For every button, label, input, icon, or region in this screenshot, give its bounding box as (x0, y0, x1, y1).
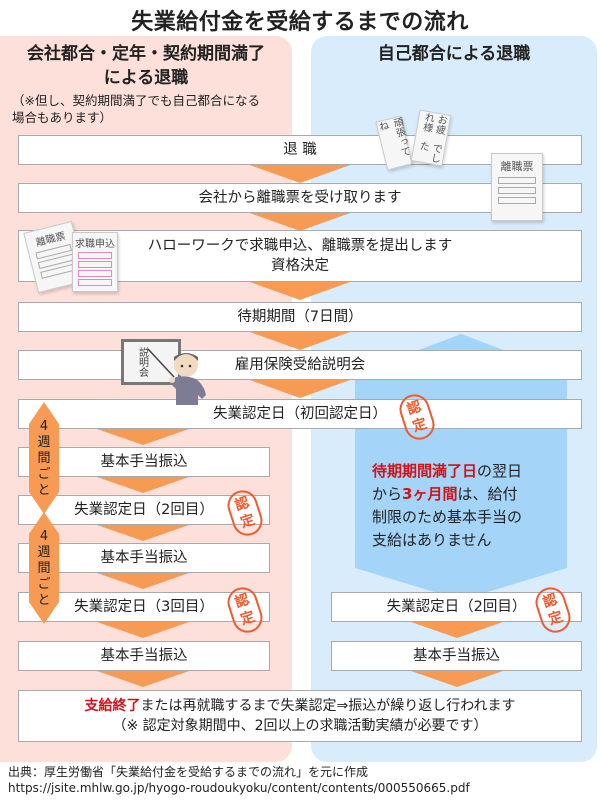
step-first-cert: 失業認定日（初回認定日） (18, 399, 582, 429)
restriction-text-part: から (372, 485, 403, 503)
restriction-text-part: は、給付 (457, 485, 518, 503)
left-heading: 会社都合・定年・契約期間満了 による退職 (0, 42, 292, 90)
week-char: 週 (37, 435, 51, 450)
arrow-down-icon (97, 671, 189, 687)
step-hellowork-line2: 資格決定 (271, 258, 329, 274)
board-text: 説明会 (136, 347, 148, 377)
page-title: 失業給付金を受給するまでの流れ (131, 10, 469, 35)
stamp-char: 定 (410, 415, 429, 436)
week-char: 間 (37, 561, 51, 576)
week-char: 4 (39, 419, 49, 434)
left-note: （※但し、契約期間満了でも自己都合になる 場合もあります） (12, 92, 292, 126)
step-right-payment: 基本手当振込 (331, 641, 582, 671)
four-weeks-label: 4 週 間 ご と (32, 528, 56, 610)
step-cert-3: 失業認定日（3回目） (18, 592, 270, 622)
arrow-down-icon (250, 165, 350, 183)
job-application-form-icon: 求職申込 (72, 232, 118, 292)
week-char: ご (37, 467, 51, 482)
four-weeks-badge-icon (29, 402, 59, 514)
card-text: お疲れ様 (420, 111, 448, 136)
arrow-down-icon (250, 380, 350, 398)
final-text: または再就職するまで失業認定⇒振込が繰り返し行われます (140, 698, 516, 714)
week-char: 4 (39, 529, 49, 544)
stamp-char: 定 (546, 608, 565, 629)
arrow-down-icon (250, 332, 350, 350)
week-char: 週 (37, 545, 51, 560)
restriction-highlight: 3ヶ月間 (402, 485, 458, 503)
final-note: （※ 認定対象期間中、2回以上の求職活動実績が必要です） (112, 718, 488, 734)
stamp-char: 定 (238, 608, 257, 629)
restriction-text-part: の翌日 (477, 462, 523, 480)
left-note-line1: （※但し、契約期間満了でも自己都合になる (12, 93, 260, 108)
arrow-down-icon (97, 525, 189, 541)
week-char: 間 (37, 451, 51, 466)
form-title: 求職申込 (75, 239, 115, 250)
arrow-down-icon (97, 477, 189, 493)
source-url[interactable]: https://jsite.mhlw.go.jp/hyogo-roudoukyo… (8, 781, 470, 795)
arrow-down-icon (411, 671, 503, 687)
arrow-down-icon (411, 622, 503, 638)
week-char: ご (37, 577, 51, 592)
arrow-down-icon (250, 213, 350, 231)
restriction-highlight: 待期期間満了日 (372, 462, 478, 480)
step-payment-1: 基本手当振込 (18, 447, 270, 477)
arrow-down-icon (97, 429, 189, 445)
restriction-text: 待期期間満了日の翌日 から3ヶ月間は、給付 制限のため基本手当の 支給はありませ… (372, 460, 562, 552)
step-payment-3: 基本手当振込 (18, 641, 270, 671)
arrow-down-icon (97, 622, 189, 638)
left-heading-line2: による退職 (103, 68, 189, 88)
step-right-cert-2: 失業認定日（2回目） (331, 592, 582, 622)
source-footer: 出典：厚生労働省「失業給付金を受給するまでの流れ」を元に作成 https://j… (8, 764, 470, 796)
separation-notice-icon: 離職票 (491, 153, 543, 221)
form-title: 離職票 (500, 160, 534, 173)
left-note-line2: 場合もあります） (12, 110, 113, 125)
arrow-down-icon (250, 282, 350, 300)
card-text: でした (416, 139, 443, 164)
left-heading-line1: 会社都合・定年・契約期間満了 (27, 44, 265, 64)
restriction-text-line: 制限のため基本手当の (372, 508, 523, 526)
source-text: 出典：厚生労働省「失業給付金を受給するまでの流れ」を元に作成 (8, 765, 369, 779)
final-highlight: 支給終了 (84, 698, 141, 714)
step-briefing: 雇用保険受給説明会 (18, 350, 582, 380)
week-char: と (37, 593, 51, 608)
step-payment-2: 基本手当振込 (18, 543, 270, 573)
step-waiting: 待期期間（7日間） (18, 302, 582, 332)
step-retire: 退 職 (18, 135, 582, 165)
week-char: と (37, 483, 51, 498)
step-receive-form: 会社から離職票を受け取ります (18, 183, 582, 213)
arrow-down-icon (97, 573, 189, 589)
restriction-text-line: 支給はありません (372, 531, 492, 549)
four-weeks-badge-icon (29, 512, 59, 624)
four-weeks-label: 4 週 間 ご と (32, 418, 56, 500)
stamp-char: 定 (238, 511, 257, 532)
step-cert-2: 失業認定日（2回目） (18, 495, 270, 525)
right-heading: 自己都合による退職 (377, 44, 531, 64)
presenter-icon (147, 348, 206, 405)
step-hellowork-line1: ハローワークで求職申込、離職票を提出します (147, 238, 453, 254)
step-final: 支給終了または再就職するまで失業認定⇒振込が繰り返し行われます （※ 認定対象期… (18, 690, 582, 742)
